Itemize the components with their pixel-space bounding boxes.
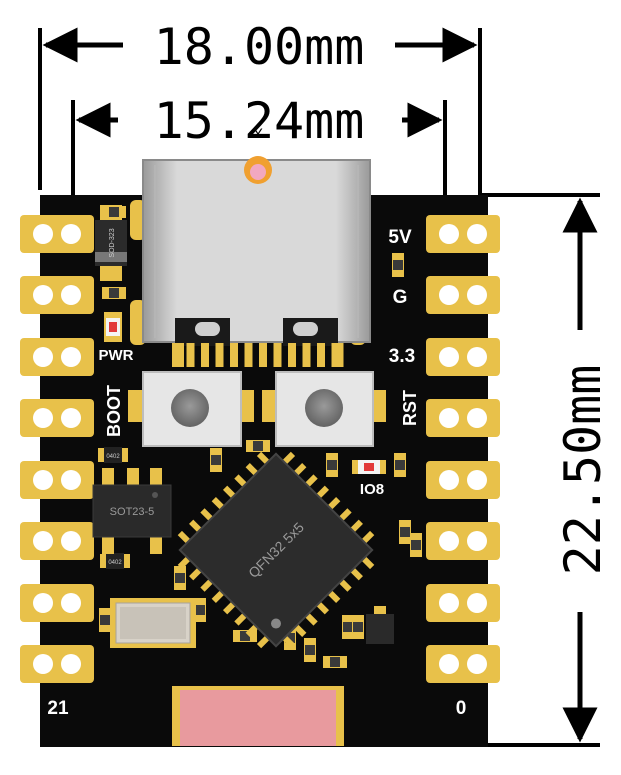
smd-passive: [342, 615, 354, 639]
label-pin-21: 21: [47, 698, 69, 719]
dimension-width-total-label: 18.00mm: [154, 18, 365, 76]
io8-led: [352, 460, 386, 474]
power-led: [104, 312, 122, 342]
mcu-chip: QFN32 5x5: [177, 451, 375, 649]
transistor: [366, 606, 394, 644]
right-pin-pad: [426, 338, 500, 376]
smd-passive: [194, 598, 206, 622]
origin-axis-label: Y: [253, 125, 263, 141]
resistor-power: 0402: [98, 447, 128, 463]
label-5v: 5V: [388, 227, 412, 248]
right-pin-pad: [426, 399, 500, 437]
smd-passive: [304, 638, 316, 662]
left-pin-pad: [20, 276, 94, 314]
dimension-width-pitch-label: 15.24mm: [154, 92, 365, 150]
smd-passive: [246, 440, 270, 452]
right-pin-pad: [426, 215, 500, 253]
smd-passive: [352, 615, 364, 639]
chip-antenna: [172, 686, 344, 746]
label-3v3: 3.3: [389, 346, 415, 367]
left-pin-header: [20, 215, 94, 683]
diode-label: SOD-323: [109, 228, 116, 257]
left-pin-pad: [20, 215, 94, 253]
resistor-a-label: 0402: [106, 454, 120, 460]
smd-passive: [102, 206, 126, 218]
smd-passive: [392, 253, 404, 277]
usb-c-connector: [130, 159, 371, 367]
label-rst: RST: [400, 390, 420, 426]
voltage-regulator: SOT23-5: [92, 468, 172, 554]
right-pin-pad: [426, 522, 500, 560]
left-pin-pad: [20, 522, 94, 560]
passive-components: [99, 206, 422, 668]
left-pin-pad: [20, 338, 94, 376]
smd-passive: [323, 656, 347, 668]
dimension-height-label: 22.50mm: [554, 365, 612, 576]
right-pin-pad: [426, 645, 500, 683]
smd-passive: [394, 453, 406, 477]
label-io8: IO8: [360, 481, 384, 498]
smd-passive: [210, 448, 222, 472]
right-pin-pad: [426, 584, 500, 622]
smd-passive: [102, 287, 126, 299]
regulator-label: SOT23-5: [110, 506, 155, 518]
smd-passive: [326, 453, 338, 477]
right-pin-pad: [426, 461, 500, 499]
smd-passive: [410, 533, 422, 557]
right-pin-header: [426, 215, 500, 683]
left-pin-pad: [20, 399, 94, 437]
reset-button[interactable]: [262, 371, 386, 447]
smd-passive: [174, 566, 186, 590]
label-pwr: PWR: [99, 347, 134, 364]
left-pin-pad: [20, 461, 94, 499]
resistor-io: 0402: [100, 553, 130, 569]
resistor-b-label: 0402: [108, 560, 122, 566]
dimension-width-total: 18.00mm: [38, 18, 482, 195]
smd-passive: [399, 520, 411, 544]
dimension-height: 22.50mm: [480, 193, 612, 747]
label-boot: BOOT: [104, 385, 124, 437]
smd-passive: [99, 608, 111, 632]
dimension-width-pitch: 15.24mm: [71, 92, 447, 195]
left-pin-pad: [20, 584, 94, 622]
boot-button[interactable]: [128, 371, 254, 447]
label-pin-0: 0: [456, 698, 467, 719]
crystal: [110, 598, 196, 648]
right-pin-pad: [426, 276, 500, 314]
label-gnd: G: [393, 287, 408, 308]
left-pin-pad: [20, 645, 94, 683]
origin-marker: Y: [244, 125, 272, 184]
